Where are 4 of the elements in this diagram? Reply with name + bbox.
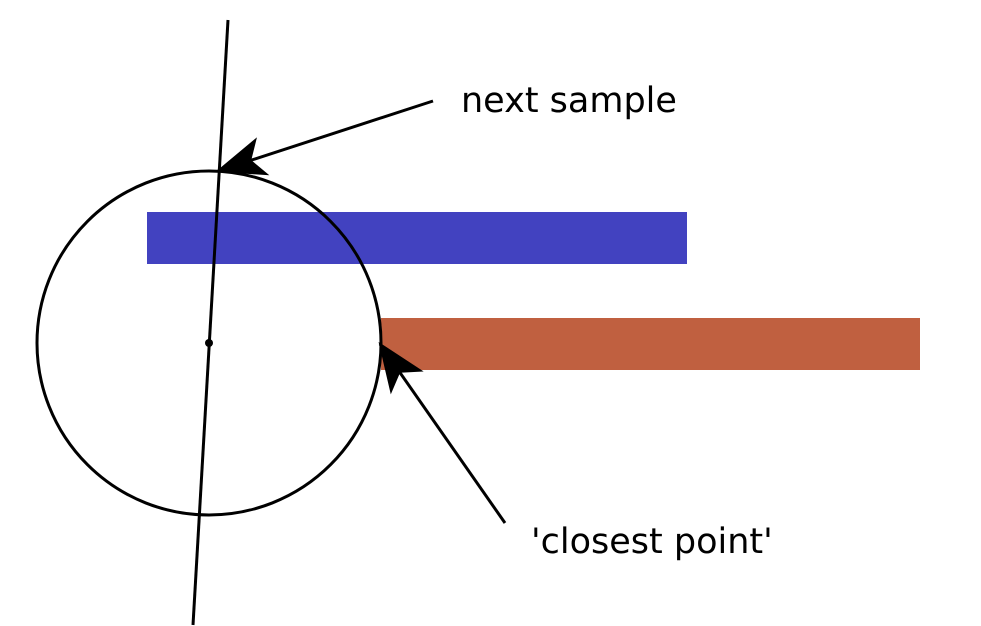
leader-line (378, 342, 506, 524)
label-text: 'closest point' (531, 521, 773, 563)
leader-line (216, 100, 434, 176)
label-text: next sample (461, 80, 677, 122)
